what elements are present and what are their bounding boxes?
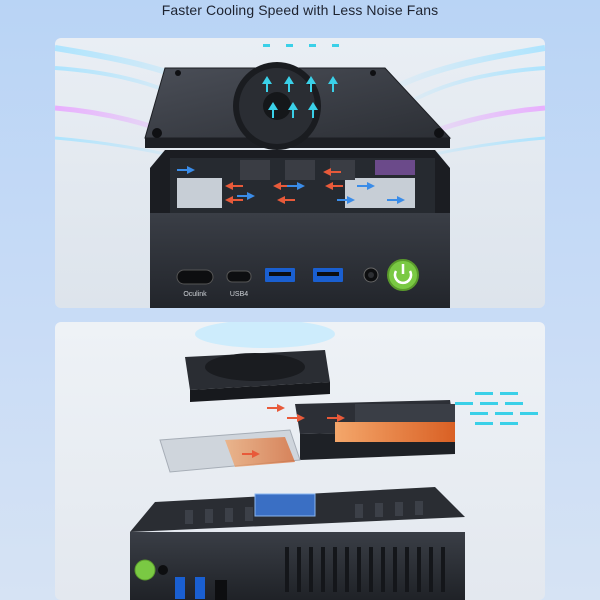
cold-plate xyxy=(159,429,301,473)
page-title: Faster Cooling Speed with Less Noise Fan… xyxy=(161,2,439,18)
front-ports: Oculink USB4 xyxy=(176,259,419,298)
lifted-lid xyxy=(144,62,452,150)
bottom-panel xyxy=(55,322,545,600)
cool-air-arrows xyxy=(455,392,538,425)
power-icon xyxy=(387,259,419,291)
usb-port-icon xyxy=(195,577,205,599)
usb4-port xyxy=(226,270,252,283)
top-illustration: Oculink USB4 xyxy=(55,44,545,308)
audio-jack-icon xyxy=(158,565,168,575)
warm-air-arrows xyxy=(242,404,345,458)
usb-port-icon xyxy=(175,577,185,599)
mini-pc-case xyxy=(130,487,465,600)
warm-air-arrows xyxy=(225,168,343,204)
bottom-illustration xyxy=(130,322,538,600)
oculink-port xyxy=(176,269,214,285)
cool-air-arrows-up xyxy=(262,76,338,118)
fan-icon xyxy=(185,350,330,402)
cool-air-dashes-top xyxy=(263,44,339,47)
power-icon xyxy=(134,559,156,581)
usb4-label: USB4 xyxy=(230,291,248,298)
fan-icon xyxy=(233,62,321,150)
top-panel: Oculink USB4 xyxy=(55,38,545,308)
cool-air-arrows-side xyxy=(177,166,405,204)
heatsink xyxy=(295,400,455,460)
oculink-label: Oculink xyxy=(183,291,207,298)
